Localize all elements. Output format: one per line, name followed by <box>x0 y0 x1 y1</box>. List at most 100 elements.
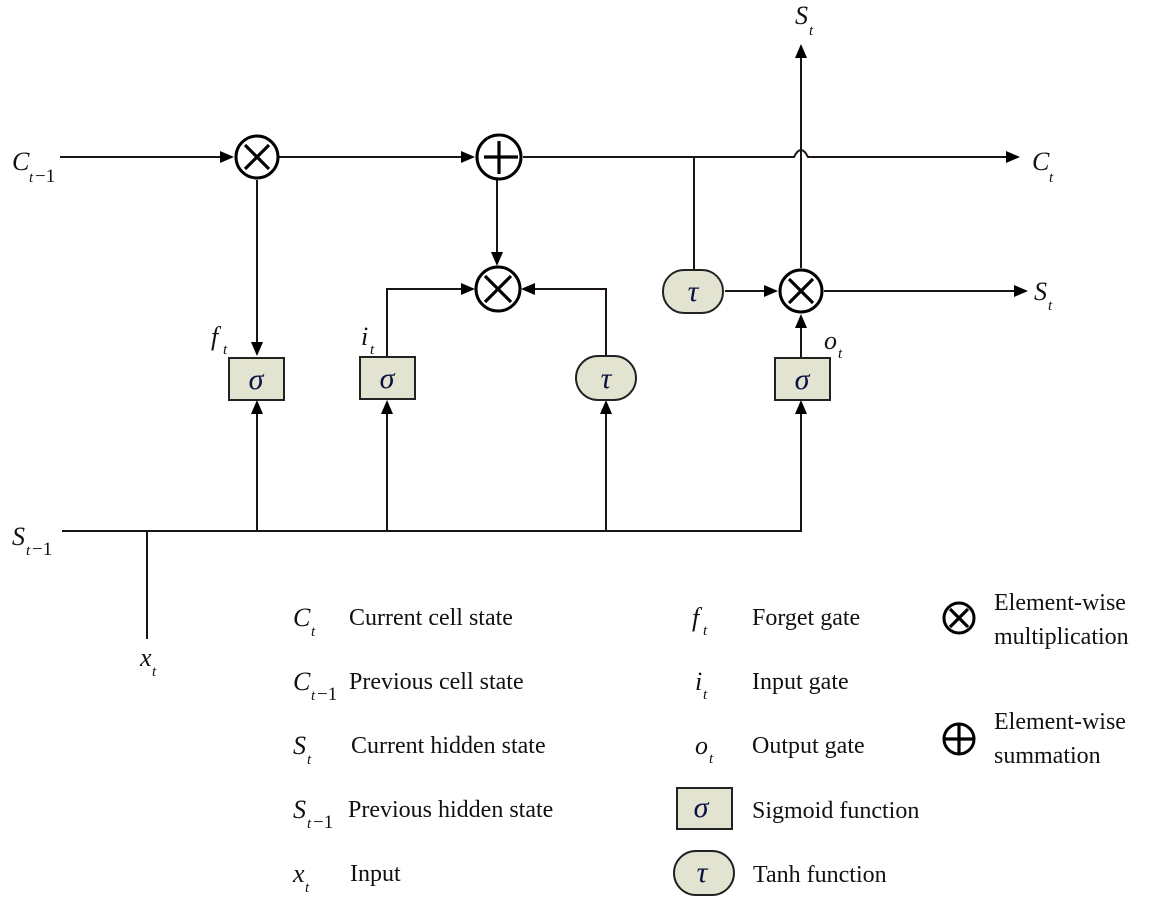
legend-item: S t −1 Previous hidden state <box>293 795 553 833</box>
tanh-legend-icon: τ <box>673 850 735 896</box>
input-gate-line <box>386 288 463 356</box>
svg-text:τ: τ <box>697 856 709 889</box>
svg-text:σ: σ <box>249 363 265 396</box>
svg-text:t: t <box>703 623 708 639</box>
label-output-gate: o t <box>824 326 843 362</box>
arrowhead <box>461 283 475 295</box>
svg-text:summation: summation <box>994 743 1101 769</box>
legend-item: o t Output gate <box>695 731 865 767</box>
legend-item: C t Current cell state <box>293 603 513 640</box>
svg-text:t: t <box>311 624 316 640</box>
label-input-gate: i t <box>361 322 375 358</box>
label-c-prev: C t −1 <box>12 147 55 187</box>
sigmoid-gate-input: σ <box>359 356 416 400</box>
arrowhead <box>251 342 263 356</box>
svg-text:i: i <box>361 322 368 351</box>
sigmoid-gate-output: σ <box>774 357 831 401</box>
svg-text:x: x <box>139 643 152 672</box>
svg-text:Sigmoid function: Sigmoid function <box>752 798 919 824</box>
arrowhead <box>1014 285 1028 297</box>
arrowhead <box>521 283 535 295</box>
svg-text:σ: σ <box>380 362 396 395</box>
multiply-legend-icon <box>942 601 976 635</box>
svg-text:Output gate: Output gate <box>752 733 865 759</box>
svg-text:Current cell state: Current cell state <box>349 605 513 631</box>
svg-text:x: x <box>292 859 305 888</box>
tanh-gate-candidate: τ <box>575 355 637 401</box>
legend-item: S t Current hidden state <box>293 731 546 768</box>
svg-text:t: t <box>223 342 228 358</box>
legend-item: Element-wise multiplication <box>942 590 1129 650</box>
arrowhead <box>461 151 475 163</box>
svg-text:−1: −1 <box>317 684 337 705</box>
connections <box>60 44 1028 639</box>
arrowhead <box>600 400 612 414</box>
multiply-op-forget <box>234 134 280 180</box>
svg-text:Element-wise: Element-wise <box>994 709 1126 735</box>
tanh-gate-cell: τ <box>662 269 724 314</box>
svg-text:Input gate: Input gate <box>752 669 849 695</box>
svg-text:S: S <box>795 1 808 30</box>
svg-text:C: C <box>293 667 311 696</box>
svg-text:S: S <box>1034 277 1047 306</box>
svg-text:Current hidden state: Current hidden state <box>351 733 546 759</box>
sum-op <box>475 133 523 181</box>
svg-text:t: t <box>307 752 312 768</box>
svg-text:t: t <box>29 170 34 186</box>
multiply-op-output <box>778 268 824 314</box>
svg-text:τ: τ <box>688 275 700 308</box>
arrowhead <box>381 400 393 414</box>
label-c-out: C t <box>1032 147 1054 186</box>
svg-text:t: t <box>305 880 310 896</box>
candidate-line <box>533 288 607 356</box>
legend-middle: f t Forget gate i t Input gate o t Outpu… <box>673 603 919 896</box>
svg-text:t: t <box>709 751 714 767</box>
svg-text:S: S <box>293 731 306 760</box>
cell-state-out-line <box>523 149 1008 158</box>
svg-text:Input: Input <box>350 861 401 887</box>
label-s-out: S t <box>1034 277 1053 314</box>
svg-text:t: t <box>152 664 157 680</box>
arrowhead <box>795 44 807 58</box>
svg-text:Previous cell state: Previous cell state <box>349 669 524 695</box>
svg-text:f: f <box>211 322 222 351</box>
svg-text:i: i <box>695 667 702 696</box>
legend-left: C t Current cell state C t −1 Previous c… <box>292 603 553 896</box>
svg-text:t: t <box>307 816 312 832</box>
legend-item: τ Tanh function <box>673 850 887 896</box>
svg-text:σ: σ <box>694 791 710 824</box>
svg-text:τ: τ <box>601 362 613 395</box>
svg-text:o: o <box>824 326 837 355</box>
sigmoid-gate-forget: σ <box>228 357 285 401</box>
svg-text:C: C <box>293 603 311 632</box>
legend-item: C t −1 Previous cell state <box>293 667 524 705</box>
arrowhead <box>795 400 807 414</box>
svg-text:o: o <box>695 731 708 760</box>
svg-text:t: t <box>311 688 316 704</box>
svg-text:multiplication: multiplication <box>994 624 1129 650</box>
legend-item: Element-wise summation <box>942 709 1126 769</box>
svg-text:C: C <box>12 147 30 176</box>
svg-text:−1: −1 <box>313 812 333 833</box>
svg-text:t: t <box>370 342 375 358</box>
svg-text:−1: −1 <box>32 539 52 560</box>
svg-text:t: t <box>1049 170 1054 186</box>
svg-text:C: C <box>1032 147 1050 176</box>
svg-text:t: t <box>1048 298 1053 314</box>
svg-text:t: t <box>703 687 708 703</box>
legend-item: f t Forget gate <box>692 603 860 639</box>
svg-text:f: f <box>692 603 703 632</box>
legend-item: x t Input <box>292 859 401 896</box>
legend-right: Element-wise multiplication Element-wise… <box>942 590 1129 769</box>
svg-text:t: t <box>838 346 843 362</box>
svg-text:Forget gate: Forget gate <box>752 605 860 631</box>
label-x-in: x t <box>139 643 157 680</box>
sigmoid-legend-icon: σ <box>676 787 733 830</box>
arrowhead <box>251 400 263 414</box>
label-forget-gate: f t <box>211 322 228 358</box>
arrowhead <box>491 252 503 266</box>
sum-legend-icon <box>942 722 976 756</box>
label-s-top: S t <box>795 1 814 39</box>
svg-text:Tanh function: Tanh function <box>753 862 887 888</box>
arrowhead <box>795 314 807 328</box>
